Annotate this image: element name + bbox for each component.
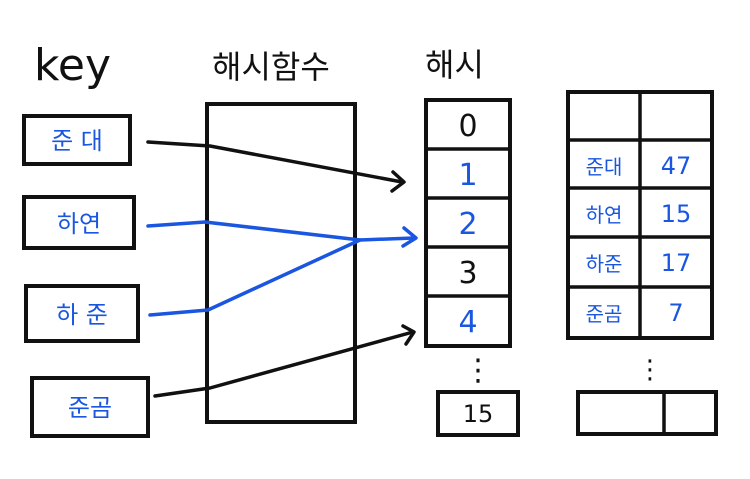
arrow-key3-bucket4 [153,324,416,398]
key-label-3: 준곰 [68,394,112,422]
table-ellipsis: ⋮ [637,355,663,385]
header-key: key [34,40,111,91]
table-row-3-name: 하준 [586,252,623,276]
table-last-row [576,390,718,436]
table-row-4-name: 준곰 [586,302,623,326]
hash-bucket-column [424,98,512,348]
table-row-4-value: 7 [668,299,683,327]
bucket-2: 2 [458,207,477,242]
key-label-0: 준 대 [51,127,103,155]
table-row-2-name: 하연 [586,203,623,227]
storage-table [566,90,714,340]
arrow-key2-bucket2 [148,226,418,317]
arrow-key1-bucket2 [146,220,416,242]
key-label-1: 하연 [57,210,101,238]
table-row-1-name: 준대 [586,155,623,179]
header-hash-function: 해시함수 [212,48,330,86]
key-box-1: 하연 [22,195,136,250]
header-hash: 해시 [425,46,484,84]
table-row-3-value: 17 [661,249,692,277]
bucket-ellipsis: ⋮ [463,353,493,388]
key-label-2: 하 준 [56,301,108,329]
bucket-4: 4 [458,305,477,340]
hash-function-box [205,102,357,424]
table-row-2-value: 15 [661,200,692,228]
arrow-key0-bucket1 [146,140,406,193]
bucket-3: 3 [458,256,477,291]
key-box-2: 하 준 [24,284,140,343]
bucket-last: 15 [436,390,520,437]
key-box-0: 준 대 [22,114,132,166]
bucket-0: 0 [458,109,477,144]
bucket-last-label: 15 [463,400,494,428]
bucket-1: 1 [458,158,477,193]
table-row-1-value: 47 [661,152,692,180]
key-box-3: 준곰 [30,376,150,438]
